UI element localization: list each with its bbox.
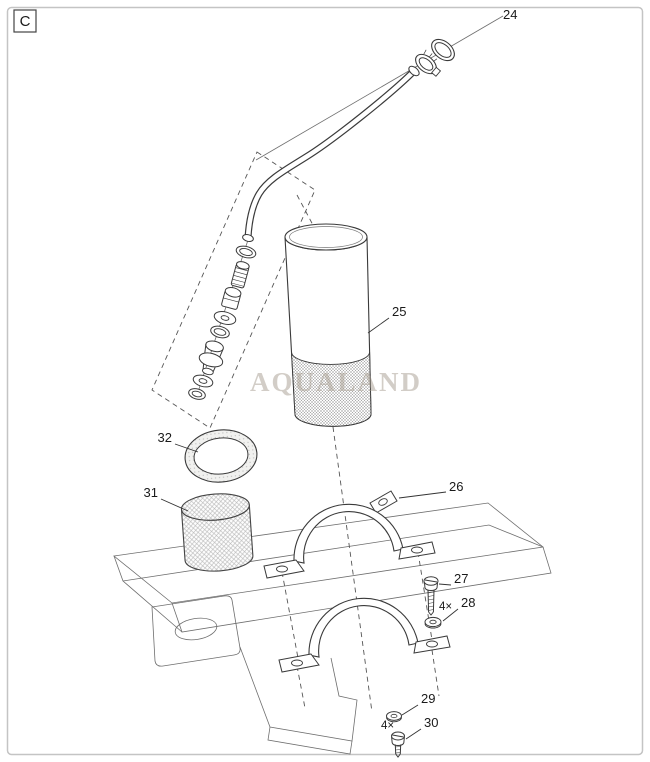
tray-left-wall <box>113 555 183 633</box>
clamp-lower-right-hole <box>426 640 438 648</box>
screw-27-threads <box>428 591 434 611</box>
pipe-bottom-opening <box>242 234 254 242</box>
union-nut <box>235 245 257 259</box>
screw-27-shaft <box>427 589 435 613</box>
leader-31 <box>160 498 189 512</box>
clamp-upper-left-hole <box>276 565 288 573</box>
part-label-28: 28 <box>461 595 475 610</box>
tray-rim <box>113 502 544 604</box>
screw-27-tip <box>428 611 434 616</box>
leader-lines <box>160 317 459 740</box>
part-label-24: 24 <box>503 7 517 22</box>
valve-fitting <box>198 340 224 376</box>
cartridge-top-dashed-link <box>296 194 315 228</box>
leader-25 <box>367 317 390 334</box>
clamp-left-dashed-link <box>281 571 299 659</box>
connector-sleeve <box>221 286 242 310</box>
pipe-fittings-stack <box>188 245 257 400</box>
part-label-29: 29 <box>421 691 435 706</box>
filter-cartridge <box>284 223 372 427</box>
leader-30 <box>405 728 422 740</box>
hose-clamp-screw-housing <box>431 66 442 77</box>
section-label-frame <box>13 9 37 33</box>
clamp-lower-band <box>308 597 419 658</box>
page-border <box>6 6 644 756</box>
clamp-lower-left-hole <box>291 659 303 667</box>
cartridge-top-cap <box>284 223 368 251</box>
pipe-clamp-lower <box>278 597 451 673</box>
screw-30-slot <box>392 734 404 738</box>
center-dashed-line <box>332 426 373 713</box>
part-label-30: 30 <box>424 715 438 730</box>
pipe-axis-line <box>255 15 504 161</box>
foam-insert <box>180 493 254 572</box>
washer-29 <box>386 711 402 723</box>
screw-30-tip <box>395 753 401 758</box>
flat-washer-bottom <box>192 374 214 388</box>
part-label-27: 27 <box>454 571 468 586</box>
cartridge-top-lip <box>289 226 363 248</box>
washer-29-thickness <box>386 717 402 723</box>
pipe-clamp-upper <box>263 490 436 579</box>
hose-clamp-inner <box>418 57 434 71</box>
leader-28 <box>442 608 459 622</box>
washer-29-hole <box>390 713 398 719</box>
washer-28-thickness <box>424 623 442 629</box>
flat-washer-top <box>213 311 237 325</box>
retaining-clip-ring <box>431 38 455 62</box>
screw-30-threads <box>395 746 401 754</box>
cartridge-strainer-band <box>291 351 372 427</box>
part-labels: 24 25 26 27 4× 28 29 4× 30 31 32 <box>144 7 518 732</box>
part-label-25: 25 <box>392 304 406 319</box>
leader-27 <box>438 583 452 586</box>
washer-28 <box>424 616 442 629</box>
leader-26 <box>398 491 447 499</box>
part-label-26: 26 <box>449 479 463 494</box>
section-label: C <box>20 13 31 30</box>
screw-30 <box>391 731 405 758</box>
hose-clamp-ring <box>415 49 442 77</box>
section-label-box: C <box>13 9 37 33</box>
pipe-top-opening <box>408 65 420 77</box>
outlet-pipe <box>242 65 420 242</box>
foam-top <box>180 493 250 521</box>
screw-27-slot <box>424 579 438 583</box>
tray-foot-plate <box>151 595 241 667</box>
front-bracket <box>239 646 358 742</box>
qty-label-27: 4× <box>439 601 452 613</box>
watermark: AQUALAND <box>250 367 422 397</box>
part-label-32: 32 <box>158 430 172 445</box>
qty-label-29: 4× <box>381 720 394 732</box>
threaded-hose-barb <box>230 261 250 289</box>
bracket-right-dashed-link <box>431 649 440 697</box>
screw-27 <box>423 576 439 616</box>
o-ring-bottom <box>188 388 206 400</box>
seal-ring <box>184 429 258 483</box>
washer-28-hole <box>429 619 437 625</box>
clamp-upper-band <box>293 503 404 564</box>
tray-oval-hole <box>174 617 218 641</box>
clamp-upper-tab-hole <box>378 498 388 506</box>
o-ring-top <box>210 325 230 339</box>
leader-29 <box>401 704 419 716</box>
part-label-31: 31 <box>144 485 158 500</box>
base-tray <box>113 502 552 755</box>
seal-ring-hole <box>193 437 249 475</box>
clip-inner <box>434 42 452 58</box>
leader-32 <box>174 443 199 453</box>
pipe-fill <box>245 69 416 239</box>
front-bracket-lip <box>267 726 353 755</box>
dashed-assembly-outline <box>151 151 316 429</box>
bracket-left-dashed-link <box>296 665 306 709</box>
hose-clamp-ticks <box>423 49 438 62</box>
clamp-upper-right-hole <box>411 546 423 554</box>
